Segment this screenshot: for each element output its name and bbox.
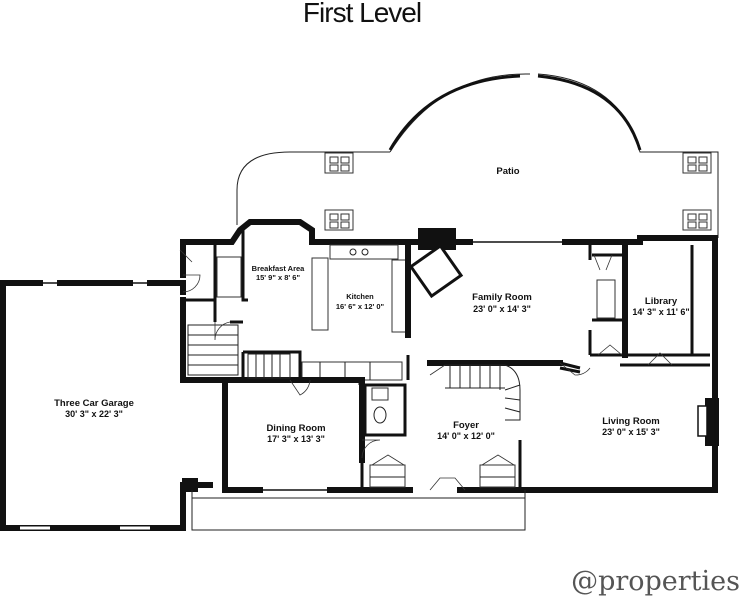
- windows: [20, 241, 716, 530]
- patio-table-set: [682, 152, 712, 174]
- family-room-name: Family Room: [472, 292, 532, 303]
- patio-label: Patio: [496, 166, 519, 177]
- patio-table-set: [682, 209, 712, 231]
- foyer-dims: 14' 0" x 12' 0": [437, 431, 495, 441]
- brand-logo: @properties: [571, 566, 740, 597]
- breakfast-area-label: Breakfast Area 15' 9" x 8' 6": [251, 264, 305, 282]
- garage-name: Three Car Garage: [54, 398, 134, 409]
- patio-table-set: [324, 152, 354, 174]
- stairs-back: [187, 324, 291, 379]
- living-room-dims: 23' 0" x 15' 3": [602, 427, 660, 437]
- interior-walls: [183, 230, 710, 490]
- dining-room-name: Dining Room: [266, 423, 325, 434]
- patio-area: [236, 73, 719, 238]
- family-fireplace: [408, 243, 464, 299]
- breakfast-dims: 15' 9" x 8' 6": [255, 273, 301, 282]
- chimney: [418, 228, 456, 250]
- plan-title: First Level: [303, 0, 421, 28]
- family-room-dims: 23' 0" x 14' 3": [473, 304, 531, 314]
- stairs-main: [445, 364, 521, 421]
- patio-table-set: [324, 209, 354, 231]
- garage-dims: 30' 3" x 22' 3": [65, 409, 123, 419]
- library-dims: 14' 3" x 11' 6": [632, 307, 689, 317]
- dining-room-dims: 17' 3" x 13' 3": [267, 434, 325, 444]
- living-room-name: Living Room: [602, 416, 660, 427]
- front-porch: [191, 490, 526, 531]
- door-swings: [179, 249, 673, 491]
- breakfast-name: Breakfast Area: [251, 264, 305, 273]
- kitchen-name: Kitchen: [346, 292, 374, 301]
- kitchen-dims: 16' 6" x 12' 0": [336, 302, 385, 311]
- foyer-name: Foyer: [453, 420, 479, 431]
- library-name: Library: [645, 296, 678, 307]
